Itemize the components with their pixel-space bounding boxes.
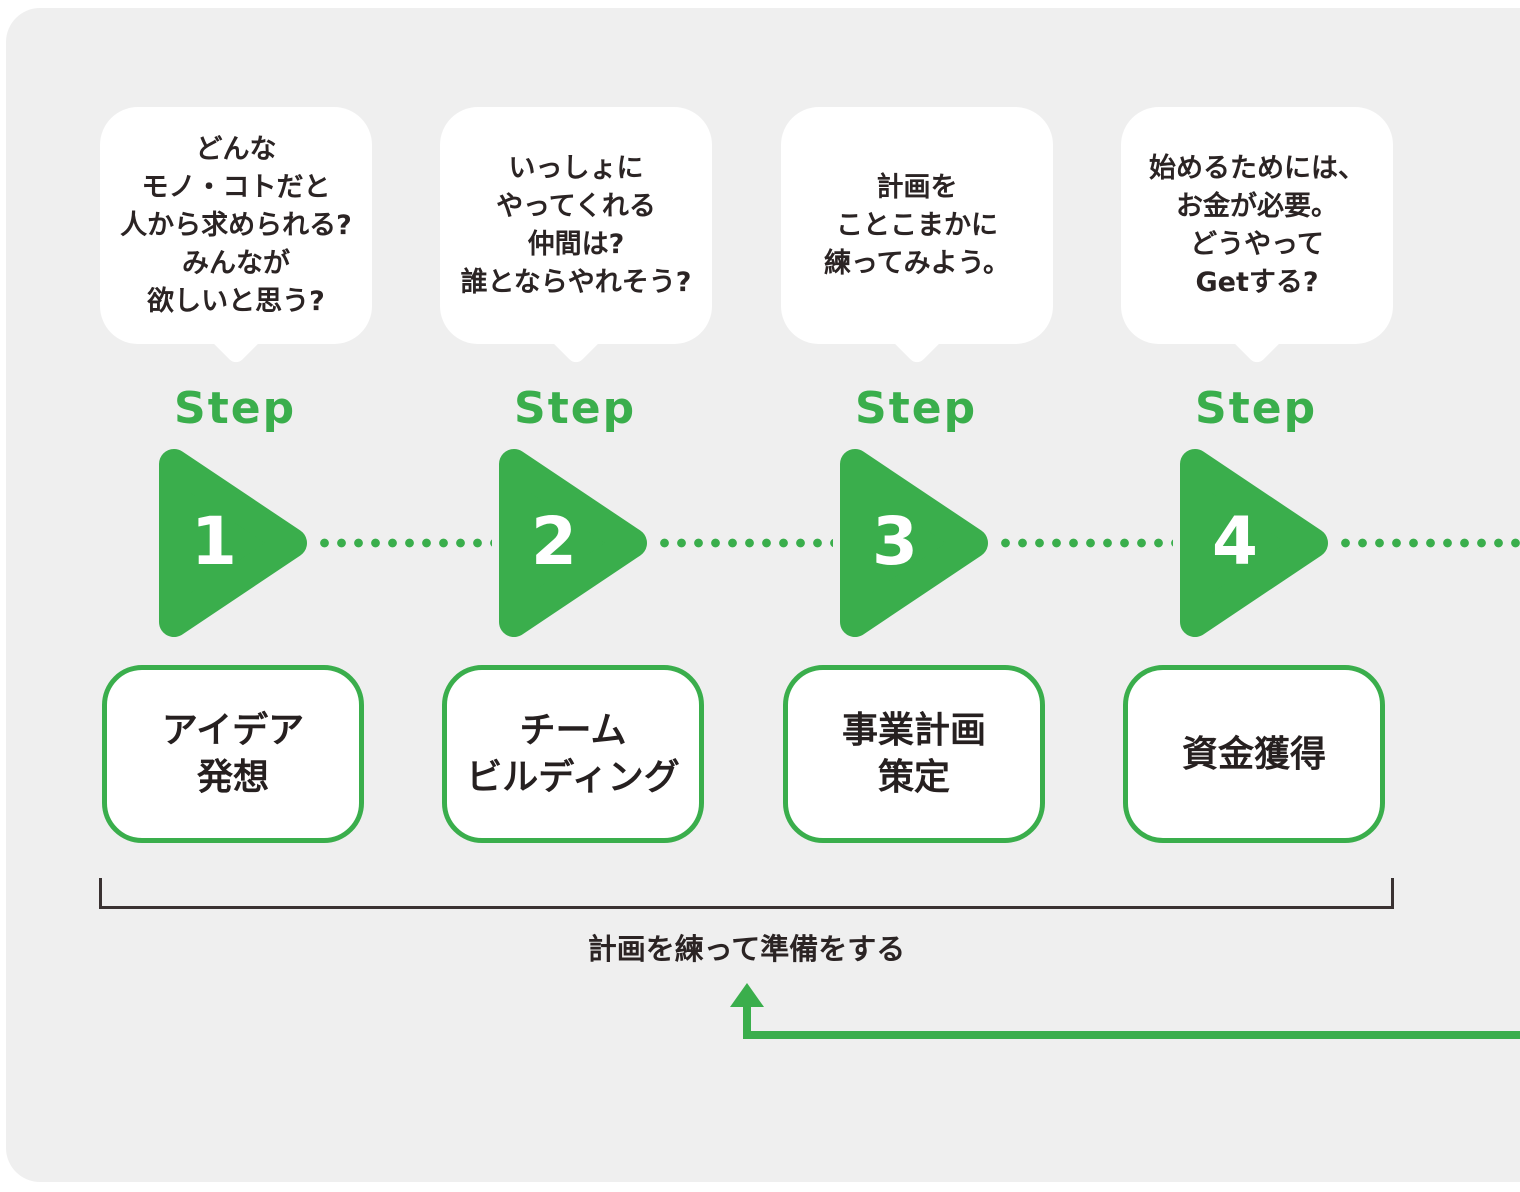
dotted-connector-4 <box>1337 538 1520 548</box>
step-number-1: 1 <box>191 502 237 580</box>
dotted-connector-3 <box>997 538 1173 548</box>
step-arrow-icon-3: 3 <box>839 448 991 638</box>
step-box-4: 資金獲得 <box>1123 665 1385 843</box>
speech-bubble-4-text: 始めるためには、 お金が必要。 どうやって Getする? <box>1149 152 1365 298</box>
step-box-3: 事業計画 策定 <box>783 665 1045 843</box>
step-box-1-text: アイデア 発想 <box>161 710 305 798</box>
dotted-connector-2 <box>656 538 833 548</box>
speech-bubble-1: どんな モノ・コトだと 人から求められる? みんなが 欲しいと思う? <box>100 107 372 344</box>
step-box-2: チーム ビルディング <box>442 665 704 843</box>
group-bracket <box>99 878 1394 909</box>
step-box-4-text: 資金獲得 <box>1181 733 1326 775</box>
step-column-2: いっしょに やってくれる 仲間は? 誰とならやれそう? Step 2 チーム ビ… <box>440 0 712 1192</box>
step-label-3: Step <box>855 383 978 434</box>
return-arrow-line <box>747 1031 1520 1039</box>
step-box-2-text: チーム ビルディング <box>466 710 680 798</box>
speech-bubble-2: いっしょに やってくれる 仲間は? 誰とならやれそう? <box>440 107 712 344</box>
step-column-1: どんな モノ・コトだと 人から求められる? みんなが 欲しいと思う? Step … <box>100 0 372 1192</box>
step-number-3: 3 <box>872 502 918 580</box>
step-label-1: Step <box>174 383 297 434</box>
step-arrow-icon-4: 4 <box>1179 448 1331 638</box>
step-box-1: アイデア 発想 <box>102 665 364 843</box>
step-label-2: Step <box>514 383 637 434</box>
step-box-3-text: 事業計画 策定 <box>841 710 986 798</box>
up-arrow-icon <box>730 983 764 1007</box>
step-arrow-icon-1: 1 <box>158 448 310 638</box>
step-column-3: 計画を ことこまかに 練ってみよう。 Step 3 事業計画 策定 <box>781 0 1053 1192</box>
speech-bubble-1-text: どんな モノ・コトだと 人から求められる? みんなが 欲しいと思う? <box>120 133 352 317</box>
step-column-4: 始めるためには、 お金が必要。 どうやって Getする? Step 4 資金獲得 <box>1121 0 1393 1192</box>
step-number-2: 2 <box>531 502 577 580</box>
return-arrow-stem <box>743 1003 751 1039</box>
step-label-4: Step <box>1195 383 1318 434</box>
bracket-caption: 計画を練って準備をする <box>587 932 906 966</box>
speech-bubble-4: 始めるためには、 お金が必要。 どうやって Getする? <box>1121 107 1393 344</box>
dotted-connector-1 <box>316 538 492 548</box>
speech-bubble-3-text: 計画を ことこまかに 練ってみよう。 <box>823 171 1011 279</box>
speech-bubble-2-text: いっしょに やってくれる 仲間は? 誰とならやれそう? <box>460 152 692 298</box>
step-arrow-icon-2: 2 <box>498 448 650 638</box>
speech-bubble-3: 計画を ことこまかに 練ってみよう。 <box>781 107 1053 344</box>
step-number-4: 4 <box>1212 502 1258 580</box>
